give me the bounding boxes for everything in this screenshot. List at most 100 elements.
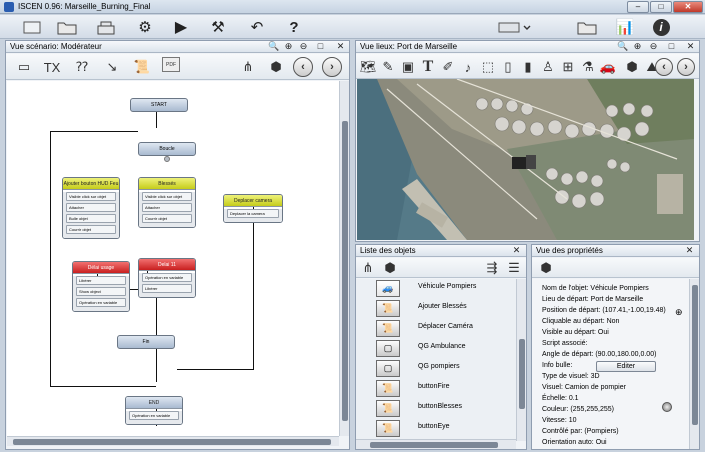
minimize-button[interactable]: – bbox=[627, 1, 649, 13]
open-folder-button[interactable] bbox=[56, 17, 78, 37]
save-button[interactable] bbox=[95, 17, 117, 37]
sort-icon[interactable]: ⇶ bbox=[486, 260, 498, 275]
node-action-row[interactable]: Courrir objet bbox=[66, 225, 116, 234]
next-button[interactable]: › bbox=[322, 57, 342, 77]
action-node-camera[interactable]: Deplacer camera Deplacer la camera bbox=[223, 194, 283, 223]
zoom-out-icon[interactable]: ⊖ bbox=[649, 41, 658, 51]
close-panel-icon[interactable]: ✕ bbox=[686, 41, 695, 51]
connector-icon[interactable]: ↘ bbox=[106, 59, 118, 74]
hierarchy-icon[interactable]: ⋔ bbox=[362, 260, 374, 275]
hierarchy-icon[interactable]: ⋔ bbox=[242, 59, 254, 74]
node-action-row[interactable]: Opération en variable bbox=[142, 273, 192, 282]
list-item[interactable]: ▢ QG Ambulance bbox=[370, 339, 516, 358]
script-icon[interactable]: 📜 bbox=[133, 59, 151, 74]
delay-node-usage[interactable]: Délai usage Libérer Show object Opératio… bbox=[72, 261, 130, 312]
properties-vertical-scrollbar[interactable] bbox=[689, 279, 699, 449]
close-button[interactable]: ✕ bbox=[673, 1, 703, 13]
maximize-panel-icon[interactable]: □ bbox=[668, 41, 675, 51]
scrollbar-thumb[interactable] bbox=[370, 442, 498, 448]
cube-icon[interactable]: ⬢ bbox=[626, 59, 638, 74]
play-button[interactable]: ▶ bbox=[170, 17, 192, 37]
fence-icon[interactable]: ⊞ bbox=[562, 59, 574, 74]
start-node[interactable]: START bbox=[130, 98, 188, 112]
maximize-button[interactable]: □ bbox=[650, 1, 672, 13]
end-node[interactable]: END Opération en variable bbox=[125, 396, 183, 425]
action-node-injured[interactable]: Blessés Visible click sur objet Attacher… bbox=[138, 177, 196, 228]
node-action-row[interactable]: Opération en variable bbox=[129, 411, 179, 420]
draw-zone-icon[interactable]: ✎ bbox=[382, 59, 394, 74]
loop-node[interactable]: Boucle bbox=[138, 142, 196, 156]
list-item[interactable]: 🚙 Véhicule Pompiers bbox=[370, 279, 516, 298]
vehicle-icon[interactable]: 🚗 bbox=[599, 59, 617, 74]
node-action-row[interactable]: Show object bbox=[76, 287, 126, 296]
next-button[interactable]: › bbox=[677, 58, 695, 76]
close-panel-icon[interactable]: ✕ bbox=[336, 41, 345, 51]
undo-button[interactable]: ↶ bbox=[246, 17, 268, 37]
connector-dot[interactable] bbox=[164, 156, 170, 162]
node-action-row[interactable]: Visible click sur objet bbox=[66, 192, 116, 201]
loop-end-node[interactable]: Fin bbox=[117, 335, 175, 349]
settings-button[interactable]: ⚙ bbox=[134, 17, 156, 37]
node-action-row[interactable]: Visible click sur objet bbox=[142, 192, 192, 201]
figure-icon[interactable]: ♙ bbox=[542, 59, 554, 74]
statistics-button[interactable]: 📊 bbox=[614, 17, 636, 37]
list-item[interactable]: 📜 buttonFire bbox=[370, 379, 516, 398]
text-tool-icon[interactable]: T bbox=[422, 58, 434, 75]
cube-icon[interactable]: ⬢ bbox=[384, 260, 396, 275]
node-action-row[interactable]: Libérer bbox=[76, 276, 126, 285]
column-icon[interactable]: ▯ bbox=[504, 59, 512, 74]
node-action-row[interactable]: Attacher bbox=[66, 203, 116, 212]
node-action-row[interactable]: Courrir objet bbox=[142, 214, 192, 223]
flowchart-canvas[interactable]: START Boucle Ajouter bouton HUD Feu Visi… bbox=[7, 81, 339, 436]
pdf-export-icon[interactable]: PDF bbox=[162, 57, 180, 72]
hud-icon[interactable]: ▭ bbox=[17, 59, 31, 74]
terrain-icon[interactable]: ⛰ bbox=[646, 59, 658, 74]
text-icon[interactable]: TX bbox=[43, 59, 61, 75]
zoom-out-icon[interactable]: ⊖ bbox=[299, 41, 308, 51]
export-button[interactable] bbox=[576, 17, 598, 37]
list-item[interactable]: 📜 buttonEye bbox=[370, 419, 516, 438]
image-icon[interactable]: ▣ bbox=[401, 59, 415, 74]
question-icon[interactable]: ⁇ bbox=[76, 59, 88, 74]
search-icon[interactable]: 🔍 bbox=[268, 41, 280, 51]
color-picker-icon[interactable] bbox=[662, 402, 672, 412]
delay-node-11[interactable]: Delai 11 Opération en variable Libérer bbox=[138, 258, 196, 298]
build-button[interactable]: ⚒ bbox=[207, 17, 229, 37]
node-action-row[interactable]: Bulle objet bbox=[66, 214, 116, 223]
objects-vertical-scrollbar[interactable] bbox=[516, 279, 526, 441]
view-dropdown[interactable] bbox=[497, 17, 533, 37]
scrollbar-thumb[interactable] bbox=[692, 285, 698, 425]
map-icon[interactable]: 🗺 bbox=[359, 59, 377, 74]
scenario-horizontal-scrollbar[interactable] bbox=[7, 436, 339, 446]
edit-button[interactable]: Editer bbox=[596, 361, 656, 372]
list-menu-icon[interactable]: ☰ bbox=[508, 260, 520, 275]
info-button[interactable]: i bbox=[650, 17, 672, 37]
bottle-icon[interactable]: ⚗ bbox=[582, 59, 594, 74]
scrollbar-thumb[interactable] bbox=[13, 439, 331, 445]
door-icon[interactable]: ▮ bbox=[524, 59, 532, 74]
maximize-panel-icon[interactable]: □ bbox=[317, 41, 324, 51]
node-action-row[interactable]: Attacher bbox=[142, 203, 192, 212]
previous-button[interactable]: ‹ bbox=[655, 58, 673, 76]
scrollbar-thumb[interactable] bbox=[342, 121, 348, 421]
music-icon[interactable]: ♪ bbox=[464, 59, 472, 75]
selection-icon[interactable]: ⬚ bbox=[481, 59, 495, 74]
new-file-button[interactable] bbox=[21, 17, 43, 37]
close-panel-icon[interactable]: ✕ bbox=[512, 245, 521, 255]
cube-icon[interactable]: ⬢ bbox=[270, 59, 282, 74]
list-item[interactable]: 📜 buttonBlesses bbox=[370, 399, 516, 418]
list-item[interactable]: 📜 Déplacer Caméra bbox=[370, 319, 516, 338]
satellite-map[interactable] bbox=[357, 79, 694, 240]
search-icon[interactable]: 🔍 bbox=[617, 41, 629, 51]
scrollbar-thumb[interactable] bbox=[519, 339, 525, 409]
action-node-hud[interactable]: Ajouter bouton HUD Feu Visible click sur… bbox=[62, 177, 120, 239]
node-action-row[interactable]: Libérer bbox=[142, 284, 192, 293]
close-panel-icon[interactable]: ✕ bbox=[685, 245, 694, 255]
help-button[interactable]: ? bbox=[283, 17, 305, 37]
node-action-row[interactable]: Opération en variable bbox=[76, 298, 126, 307]
pen-icon[interactable]: ✐ bbox=[442, 59, 454, 74]
node-action-row[interactable]: Deplacer la camera bbox=[227, 209, 279, 218]
list-item[interactable]: 📜 Ajouter Blessés bbox=[370, 299, 516, 318]
objects-horizontal-scrollbar[interactable] bbox=[356, 439, 516, 449]
cube-icon[interactable]: ⬢ bbox=[540, 260, 552, 275]
